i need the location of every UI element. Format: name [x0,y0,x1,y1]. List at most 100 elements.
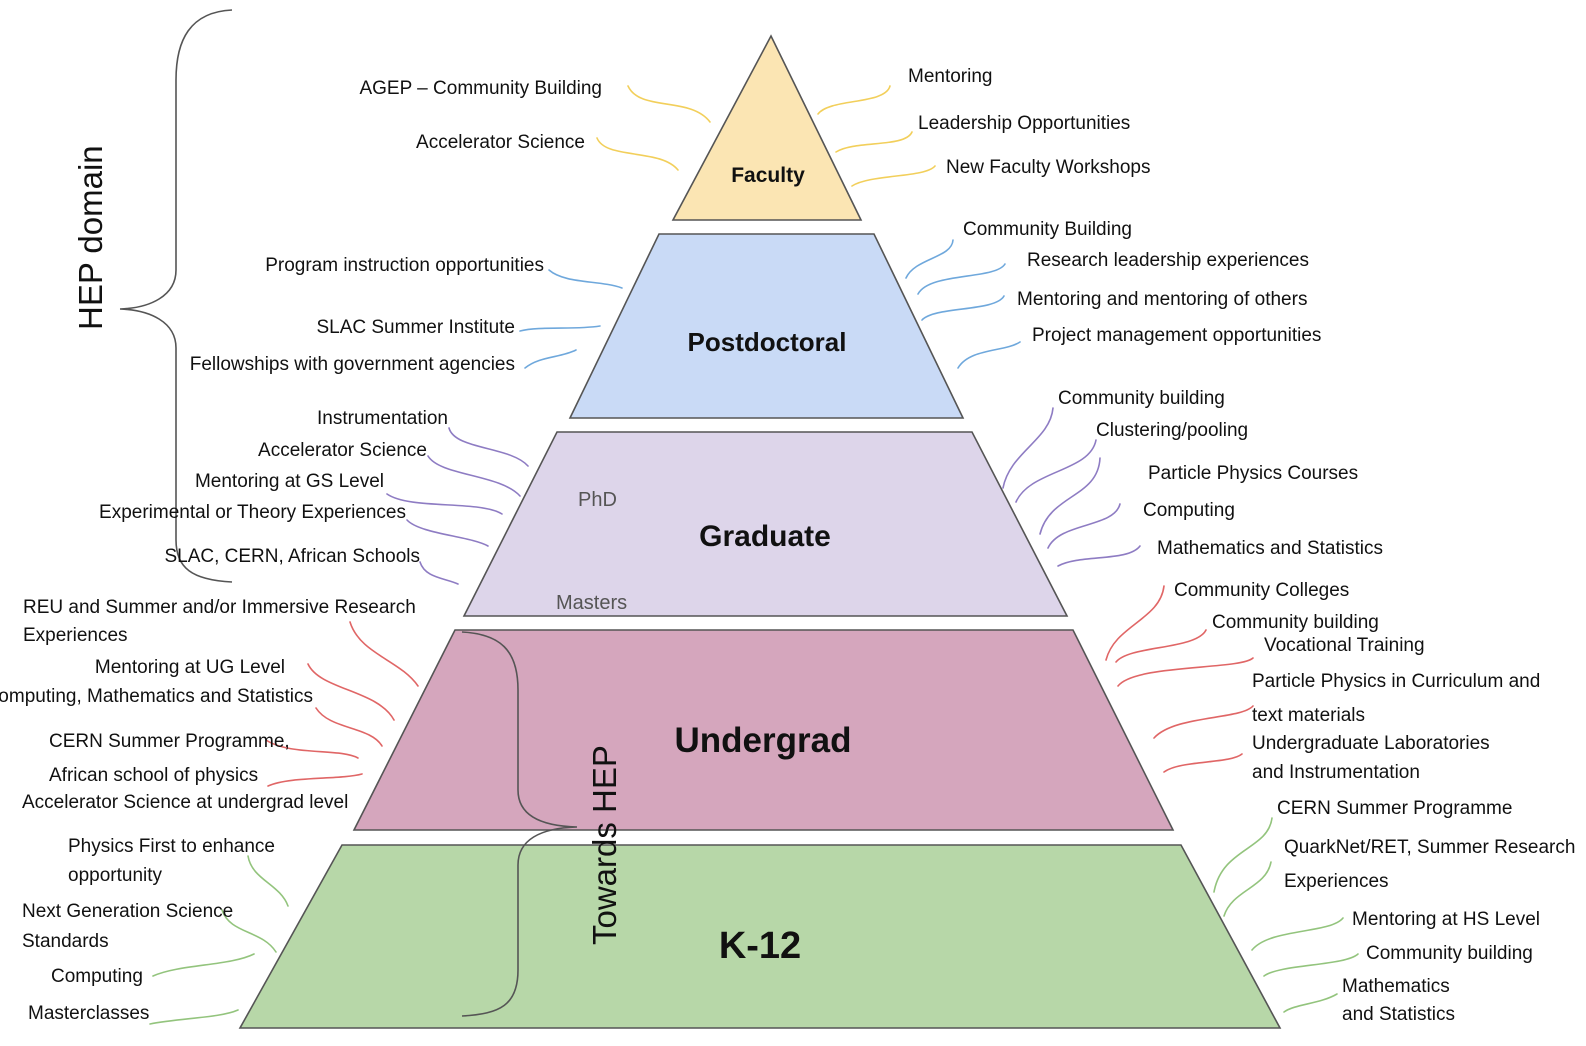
graduate-right-label: Mathematics and Statistics [1157,538,1383,559]
connector-line [905,239,954,279]
undergrad-tier [352,629,1175,831]
connector-line [1105,585,1165,661]
connector-line [221,909,277,953]
connector-line [427,455,521,497]
postdoc-right-label: Project management opportunities [1032,325,1321,346]
connector-line [1057,545,1141,567]
connector-line [548,269,623,289]
connector-line [247,855,289,907]
graduate-left-label: Instrumentation [317,408,448,429]
postdoctoral-tier [568,233,965,419]
k12-right-label: Mentoring at HS Level [1352,909,1540,930]
postdoc-right-label: Research leadership experiences [1027,250,1309,271]
undergrad-left-label: Accelerator Science at undergrad level [22,792,348,813]
connector-line [267,773,363,787]
undergrad-left-label: CERN Summer Programme, [49,731,290,752]
graduate-title: Graduate [699,520,831,553]
connector-line [386,493,503,515]
undergrad-right-label: Particle Physics in Curriculum and [1252,671,1540,692]
graduate-right-label: Computing [1143,500,1235,521]
connector-line [851,165,936,187]
k12-left-label: Next Generation Science [22,901,233,922]
k12-right-label: and Statistics [1342,1004,1455,1025]
connector-line [349,621,419,687]
connector-line [1002,407,1054,489]
undergrad-right-label: Undergraduate Laboratories [1252,733,1490,754]
connector-line [957,341,1021,369]
undergrad-title: Undergrad [675,721,852,760]
undergrad-left-label: Experiences [23,625,128,646]
connector-line [406,519,489,547]
connector-line [1039,457,1101,535]
undergrad-left-label: Mentoring at UG Level [95,657,285,678]
k12-right-label: CERN Summer Programme [1277,798,1512,819]
connector-line [1251,917,1344,951]
undergrad-left-label: African school of physics [49,765,258,786]
connector-line [627,85,711,123]
faculty-right-label: New Faculty Workshops [946,157,1151,178]
k12-left-label: opportunity [68,865,163,886]
connector-line [921,295,1005,321]
postdoc-left-label: SLAC Summer Institute [316,317,515,338]
undergrad-right-label: Vocational Training [1264,635,1425,656]
connector-line [1163,753,1243,773]
postdoc-right-label: Community Building [963,219,1132,240]
faculty-tier [671,34,863,221]
faculty-left-label: Accelerator Science [416,132,585,153]
graduate-sub-masters: Masters [556,592,627,614]
graduate-right-label: Clustering/pooling [1096,420,1248,441]
postdoc-left-label: Fellowships with government agencies [190,354,515,375]
graduate-left-label: Mentoring at GS Level [195,471,384,492]
connector-line [265,739,359,759]
connector-line [152,953,255,977]
connector-line [1015,439,1097,503]
connector-line [519,325,601,332]
k12-left-label: Physics First to enhance [68,836,275,857]
connector-line [1047,503,1121,549]
connector-line [1223,861,1272,917]
k12-right-label: Mathematics [1342,976,1450,997]
connector-line [419,561,459,585]
k12-left-label: Standards [22,931,109,952]
graduate-left-label: SLAC, CERN, African Schools [164,546,420,567]
connector-line [1115,629,1207,663]
undergrad-right-label: Community Colleges [1174,580,1349,601]
graduate-sub-phd: PhD [578,489,617,511]
k12-right-label: Experiences [1284,871,1389,892]
towards-hep-brace [461,631,578,1017]
k12-left-label: Masterclasses [28,1003,149,1024]
faculty-left-label: AGEP – Community Building [359,78,602,99]
connector-line [315,707,383,747]
graduate-left-label: Accelerator Science [258,440,427,461]
postdoc-left-label: Program instruction opportunities [265,255,544,276]
undergrad-right-label: Community building [1212,612,1379,633]
towards-hep-label: Towards HEP [586,745,623,945]
connector-line [448,427,529,467]
graduate-tier [462,431,1069,617]
graduate-left-label: Experimental or Theory Experiences [99,502,406,523]
undergrad-left-label: REU and Summer and/or Immersive Research [23,597,416,618]
faculty-right-label: Mentoring [908,66,993,87]
hep-domain-label: HEP domain [72,145,109,330]
postdoctoral-title: Postdoctoral [688,327,847,357]
k12-tier [238,844,1282,1029]
undergrad-right-label: and Instrumentation [1252,762,1420,783]
connector-line [1263,953,1359,977]
connector-line [817,85,891,115]
graduate-right-label: Community building [1058,388,1225,409]
undergrad-left-label: Computing, Mathematics and Statistics [0,686,313,707]
k12-left-label: Computing [51,966,143,987]
postdoc-right-label: Mentoring and mentoring of others [1017,289,1307,310]
k12-right-label: Community building [1366,943,1533,964]
connector-line [596,137,679,171]
connector-line [149,1009,239,1025]
k12-title: K-12 [719,925,801,967]
connector-line [307,663,395,721]
faculty-title: Faculty [731,164,805,187]
connector-line [1117,657,1254,687]
connector-line [1283,993,1338,1013]
k12-right-label: QuarkNet/RET, Summer Research [1284,837,1575,858]
connector-line [1213,817,1273,893]
hep-domain-brace [119,9,233,583]
faculty-right-label: Leadership Opportunities [918,113,1130,134]
